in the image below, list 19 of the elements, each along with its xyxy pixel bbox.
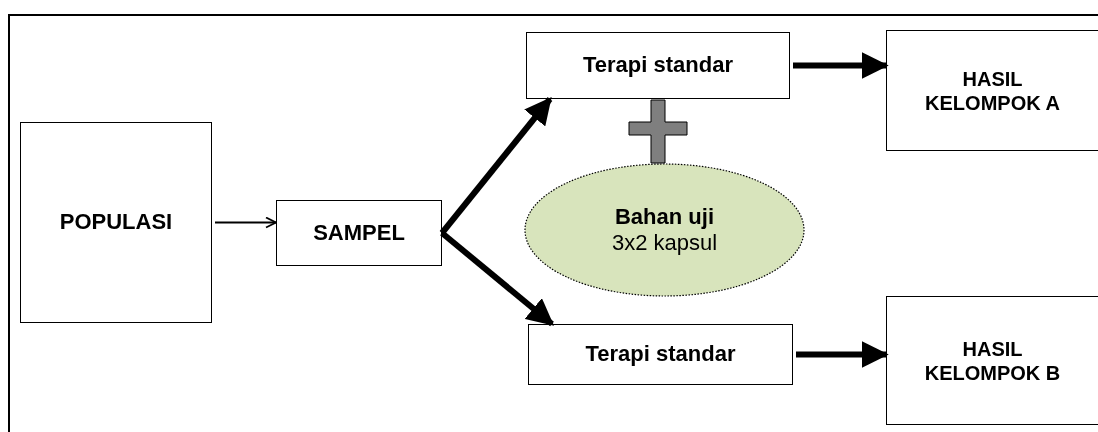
process-box	[528, 324, 793, 385]
arrow	[439, 96, 553, 235]
process-box	[886, 30, 1098, 151]
node-label: SAMPEL	[313, 219, 405, 247]
arrow	[214, 216, 277, 229]
node-label: Terapi standar	[583, 52, 733, 79]
arrow	[796, 341, 889, 368]
node-label: Terapi standar	[585, 341, 736, 368]
node-label: POPULASI	[59, 209, 173, 236]
node-label: HASIL KELOMPOK B	[923, 336, 1062, 385]
arrow	[440, 230, 555, 327]
arrow	[793, 52, 889, 79]
process-box	[276, 200, 442, 266]
node-sublabel: 3x2 kapsul	[611, 230, 718, 257]
process-box	[886, 296, 1098, 425]
process-box	[20, 122, 212, 323]
node-label: HASIL KELOMPOK A	[924, 66, 1061, 115]
process-box	[526, 32, 790, 99]
node-label: Bahan uji	[615, 203, 714, 230]
